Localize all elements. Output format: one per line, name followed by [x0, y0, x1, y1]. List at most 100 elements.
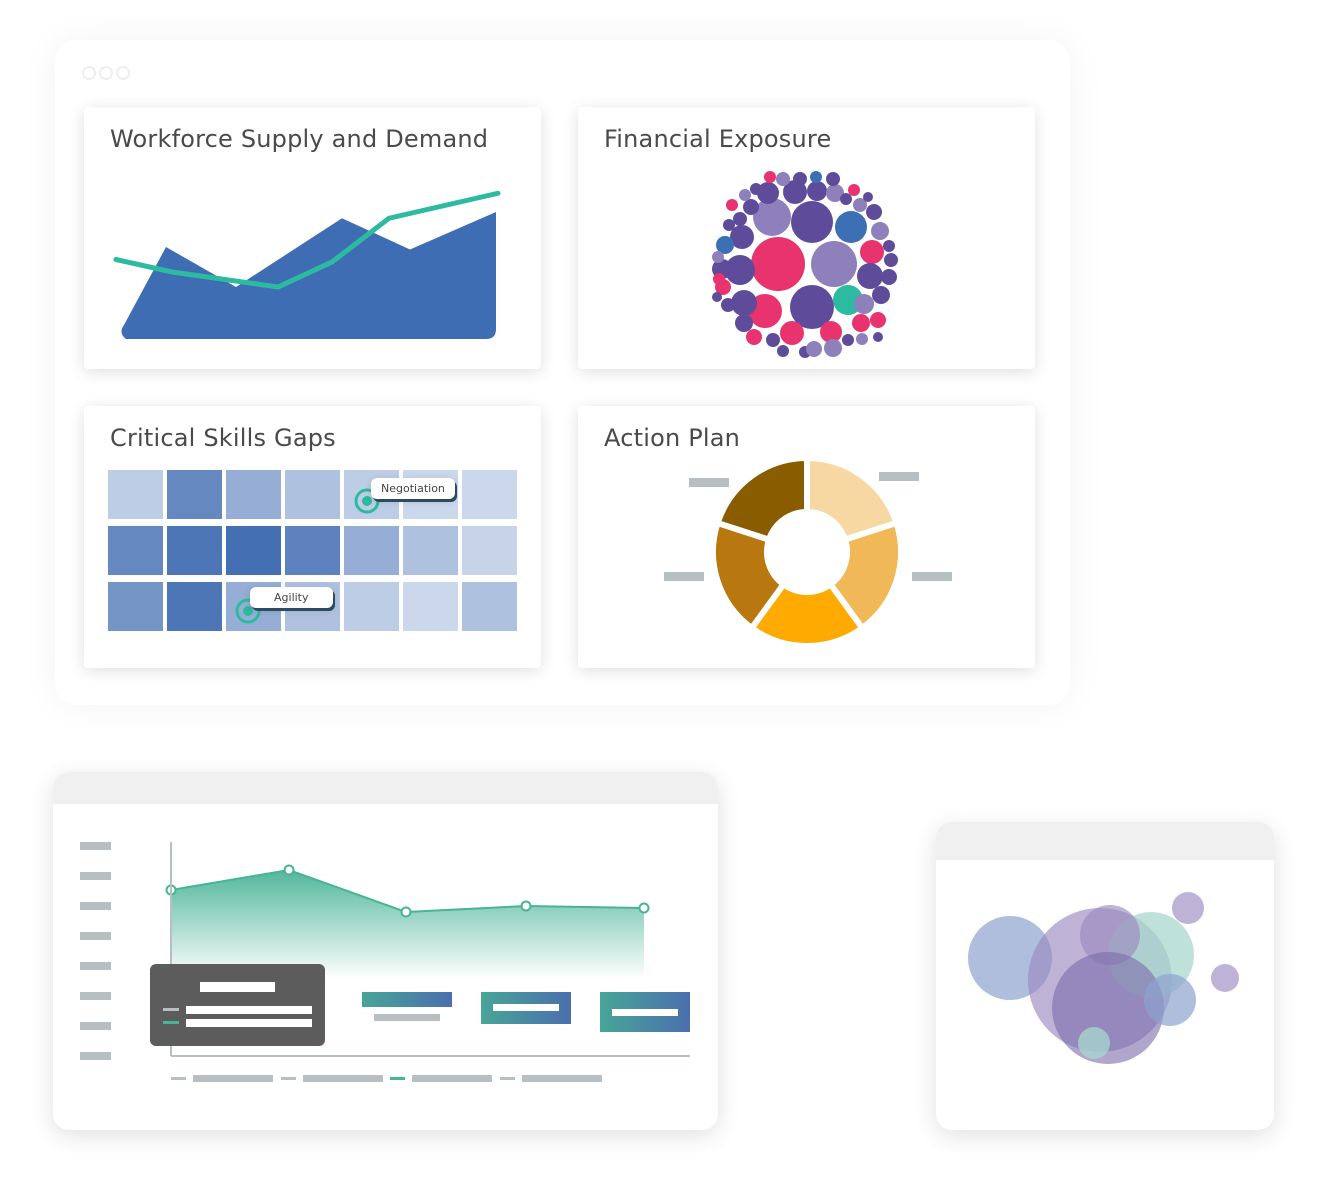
y-tick-placeholder — [80, 962, 111, 970]
bubble — [881, 269, 897, 285]
donut-slice — [826, 519, 904, 633]
action-plan-card[interactable]: Action Plan — [578, 406, 1035, 668]
trend-panel[interactable] — [53, 772, 718, 1130]
bubble — [854, 294, 874, 314]
bubble — [853, 198, 867, 212]
trend-point — [638, 902, 650, 914]
card-title: Financial Exposure — [604, 125, 832, 153]
demand-line — [113, 190, 501, 290]
bar-text — [493, 1004, 559, 1011]
bubble — [840, 193, 852, 205]
tooltip-line — [200, 982, 275, 992]
bubble — [730, 225, 754, 249]
legend-swatch — [171, 1077, 186, 1080]
heatmap-cell — [226, 526, 281, 575]
overlap-bubble — [1078, 1027, 1110, 1059]
bubble — [793, 172, 807, 186]
bubble — [872, 286, 890, 304]
window-controls — [82, 66, 130, 80]
heatmap-cell — [167, 582, 222, 631]
y-tick-placeholder — [80, 842, 111, 850]
heatmap-cell — [108, 582, 163, 631]
y-tick-placeholder — [80, 902, 111, 910]
bubble — [750, 183, 762, 195]
bar-sublabel — [374, 1014, 440, 1021]
heatmap-cell — [462, 470, 517, 519]
bubble — [807, 181, 827, 201]
window-dot[interactable] — [82, 66, 96, 80]
bubble — [811, 241, 857, 287]
card-title: Critical Skills Gaps — [110, 424, 336, 452]
tooltip-negotiation: Negotiation — [371, 478, 455, 499]
legend-swatch — [390, 1077, 405, 1080]
bubble — [826, 184, 844, 202]
bubble — [806, 341, 822, 357]
tooltip-legend — [163, 1021, 179, 1024]
bubble — [863, 192, 873, 202]
marker-dot — [243, 606, 253, 616]
trend-point — [520, 900, 532, 912]
card-title: Workforce Supply and Demand — [110, 125, 489, 153]
bubble — [884, 253, 898, 267]
financial-card[interactable]: Financial Exposure — [578, 107, 1035, 369]
heatmap-cell — [344, 526, 399, 575]
bubble-panel[interactable] — [936, 822, 1274, 1130]
bubble — [857, 263, 883, 289]
legend-swatch — [281, 1077, 296, 1080]
heatmap-cell — [167, 526, 222, 575]
card-title: Action Plan — [604, 424, 741, 452]
bubble — [735, 314, 753, 332]
label-placeholder — [664, 572, 704, 581]
bubble — [731, 290, 757, 316]
bubble — [713, 273, 725, 285]
heatmap-cell — [462, 582, 517, 631]
window-dot[interactable] — [99, 66, 113, 80]
marker-dot — [362, 496, 372, 506]
workforce-card[interactable]: Workforce Supply and Demand — [84, 107, 541, 369]
skills-card[interactable]: Critical Skills Gaps Negotiation Agility — [84, 406, 541, 668]
heatmap-cell — [403, 582, 458, 631]
heatmap-cell — [285, 526, 340, 575]
bubble — [751, 237, 805, 291]
window-dot[interactable] — [116, 66, 130, 80]
heatmap-cell — [344, 582, 399, 631]
bubble — [848, 184, 860, 196]
y-tick-placeholder — [80, 1052, 111, 1060]
tooltip-agility: Agility — [250, 587, 333, 608]
overlap-bubbles — [968, 892, 1239, 1064]
bubble — [764, 171, 776, 183]
action-plan-donut — [664, 454, 952, 649]
marker-ring — [354, 488, 380, 514]
label-placeholder — [879, 472, 919, 481]
y-tick-placeholder — [80, 992, 111, 1000]
skills-heatmap — [108, 470, 517, 631]
overlap-bubble — [1144, 974, 1196, 1026]
bubble — [860, 240, 884, 264]
bubble — [739, 189, 751, 201]
bubble — [873, 332, 883, 342]
marker-ring — [235, 598, 261, 624]
bar-text — [612, 1009, 678, 1016]
heatmap-cell — [462, 526, 517, 575]
financial-bubble-chart — [712, 171, 898, 358]
donut-slice — [713, 454, 810, 544]
legend-label — [522, 1075, 602, 1082]
legend-label — [303, 1075, 383, 1082]
bubble — [712, 292, 722, 302]
bubble — [753, 198, 791, 236]
bubble — [716, 236, 734, 254]
bubble — [743, 199, 759, 215]
trend-area — [171, 870, 644, 979]
bubble — [826, 172, 840, 186]
bubble — [835, 211, 867, 243]
bubble — [820, 321, 842, 343]
bubble — [757, 182, 779, 204]
overlap-bubble — [1080, 905, 1140, 965]
bubble — [856, 333, 868, 345]
panel-header — [936, 822, 1274, 860]
label-placeholder — [689, 478, 729, 487]
y-tick-placeholder — [80, 932, 111, 940]
heatmap-cell — [167, 470, 222, 519]
y-tick-placeholder — [80, 872, 111, 880]
bubble — [766, 333, 780, 347]
